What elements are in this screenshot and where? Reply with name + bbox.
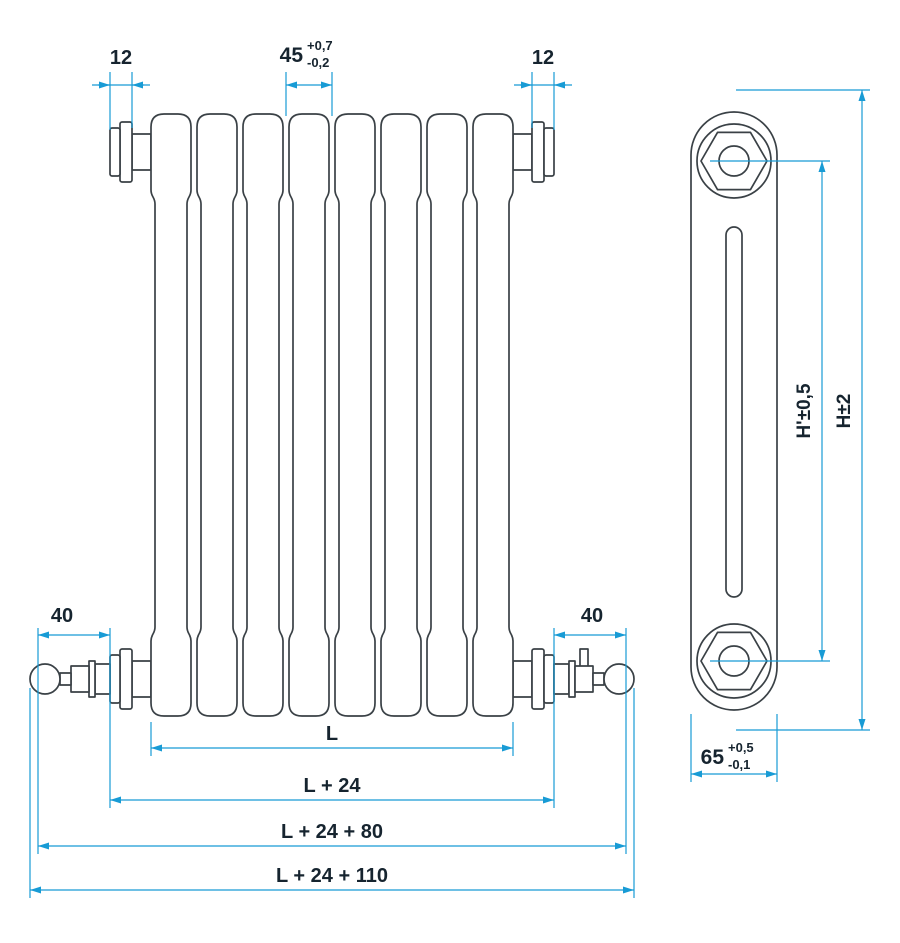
- radiator-section: [196, 113, 238, 717]
- radiator-body: [150, 113, 514, 717]
- dim-label-nipple-right: 12: [532, 47, 554, 69]
- right-valve: [553, 648, 635, 698]
- radiator-section: [472, 113, 514, 717]
- bottom-right-fitting: [512, 648, 555, 710]
- dim-label-nipple-left: 12: [110, 47, 132, 69]
- side-view: [690, 111, 778, 711]
- dim-label-height-overall: H±2: [834, 394, 855, 429]
- top-left-fitting: [109, 121, 152, 183]
- radiator-section: [380, 113, 422, 717]
- dim-label-valve-right: 40: [581, 605, 603, 627]
- dim-length-24: L + 24: [110, 775, 554, 804]
- fitting-flange: [119, 121, 133, 183]
- valve-knob: [603, 663, 635, 695]
- dim-length-24-110: L + 24 + 110: [29, 688, 635, 898]
- bottom-left-fitting: [109, 648, 152, 710]
- dimension-lines: 12 12 45 +0,7 -0,2 40: [29, 38, 870, 898]
- dim-valve-right: 40: [553, 605, 627, 854]
- dim-valve-left: 40: [37, 605, 111, 854]
- dim-label-length-24-110: L + 24 + 110: [276, 865, 388, 887]
- valve-nut: [94, 663, 111, 695]
- valve-stem: [592, 672, 605, 686]
- valve-ring: [568, 660, 576, 698]
- side-groove: [725, 226, 743, 598]
- dim-label-pitch-tol-minus: -0,2: [307, 55, 329, 70]
- fitting-neck: [131, 133, 152, 171]
- fitting-flange: [531, 121, 545, 183]
- dim-pitch: 45 +0,7 -0,2: [280, 38, 333, 116]
- valve-body: [70, 665, 90, 693]
- fitting-cap: [543, 127, 555, 177]
- fitting-cap: [109, 127, 121, 177]
- fitting-flange: [119, 648, 133, 710]
- dim-height-axis: H'±0,5: [710, 160, 830, 662]
- dim-label-length-24-80: L + 24 + 80: [281, 821, 383, 843]
- dim-label-length: L: [326, 723, 338, 745]
- dim-label-height-axis: H'±0,5: [794, 383, 815, 439]
- radiator-section: [242, 113, 284, 717]
- fitting-neck: [131, 660, 152, 698]
- radiator-section: [288, 113, 330, 717]
- fitting-flange: [531, 648, 545, 710]
- fitting-cap: [543, 654, 555, 704]
- left-valve: [29, 660, 111, 698]
- dim-length-24-80: L + 24 + 80: [38, 821, 626, 850]
- radiator-section: [426, 113, 468, 717]
- dim-label-pitch-tol-plus: +0,7: [307, 38, 333, 53]
- fitting-neck: [512, 133, 533, 171]
- dim-label-pitch: 45: [280, 44, 304, 67]
- dim-nipple-right: 12: [514, 47, 572, 130]
- valve-knob: [29, 663, 61, 695]
- dim-label-valve-left: 40: [51, 605, 73, 627]
- fitting-neck: [512, 660, 533, 698]
- top-right-fitting: [512, 121, 555, 183]
- dim-label-depth-tol-plus: +0,5: [728, 740, 754, 755]
- radiator-section: [334, 113, 376, 717]
- dim-nipple-left: 12: [92, 47, 150, 130]
- valve-ring: [88, 660, 96, 698]
- radiator-section: [150, 113, 192, 717]
- dim-label-depth: 65: [701, 746, 725, 769]
- dim-label-length-24: L + 24: [304, 775, 362, 797]
- fitting-cap: [109, 654, 121, 704]
- dim-label-depth-tol-minus: -0,1: [728, 757, 750, 772]
- front-view: [29, 113, 635, 717]
- valve-pin: [579, 648, 589, 668]
- valve-nut: [553, 663, 570, 695]
- valve-body: [574, 665, 594, 693]
- dim-length: L: [150, 722, 514, 756]
- valve-stem: [59, 672, 72, 686]
- dim-depth: 65 +0,5 -0,1: [690, 714, 778, 782]
- dim-height-overall: H±2: [736, 89, 870, 731]
